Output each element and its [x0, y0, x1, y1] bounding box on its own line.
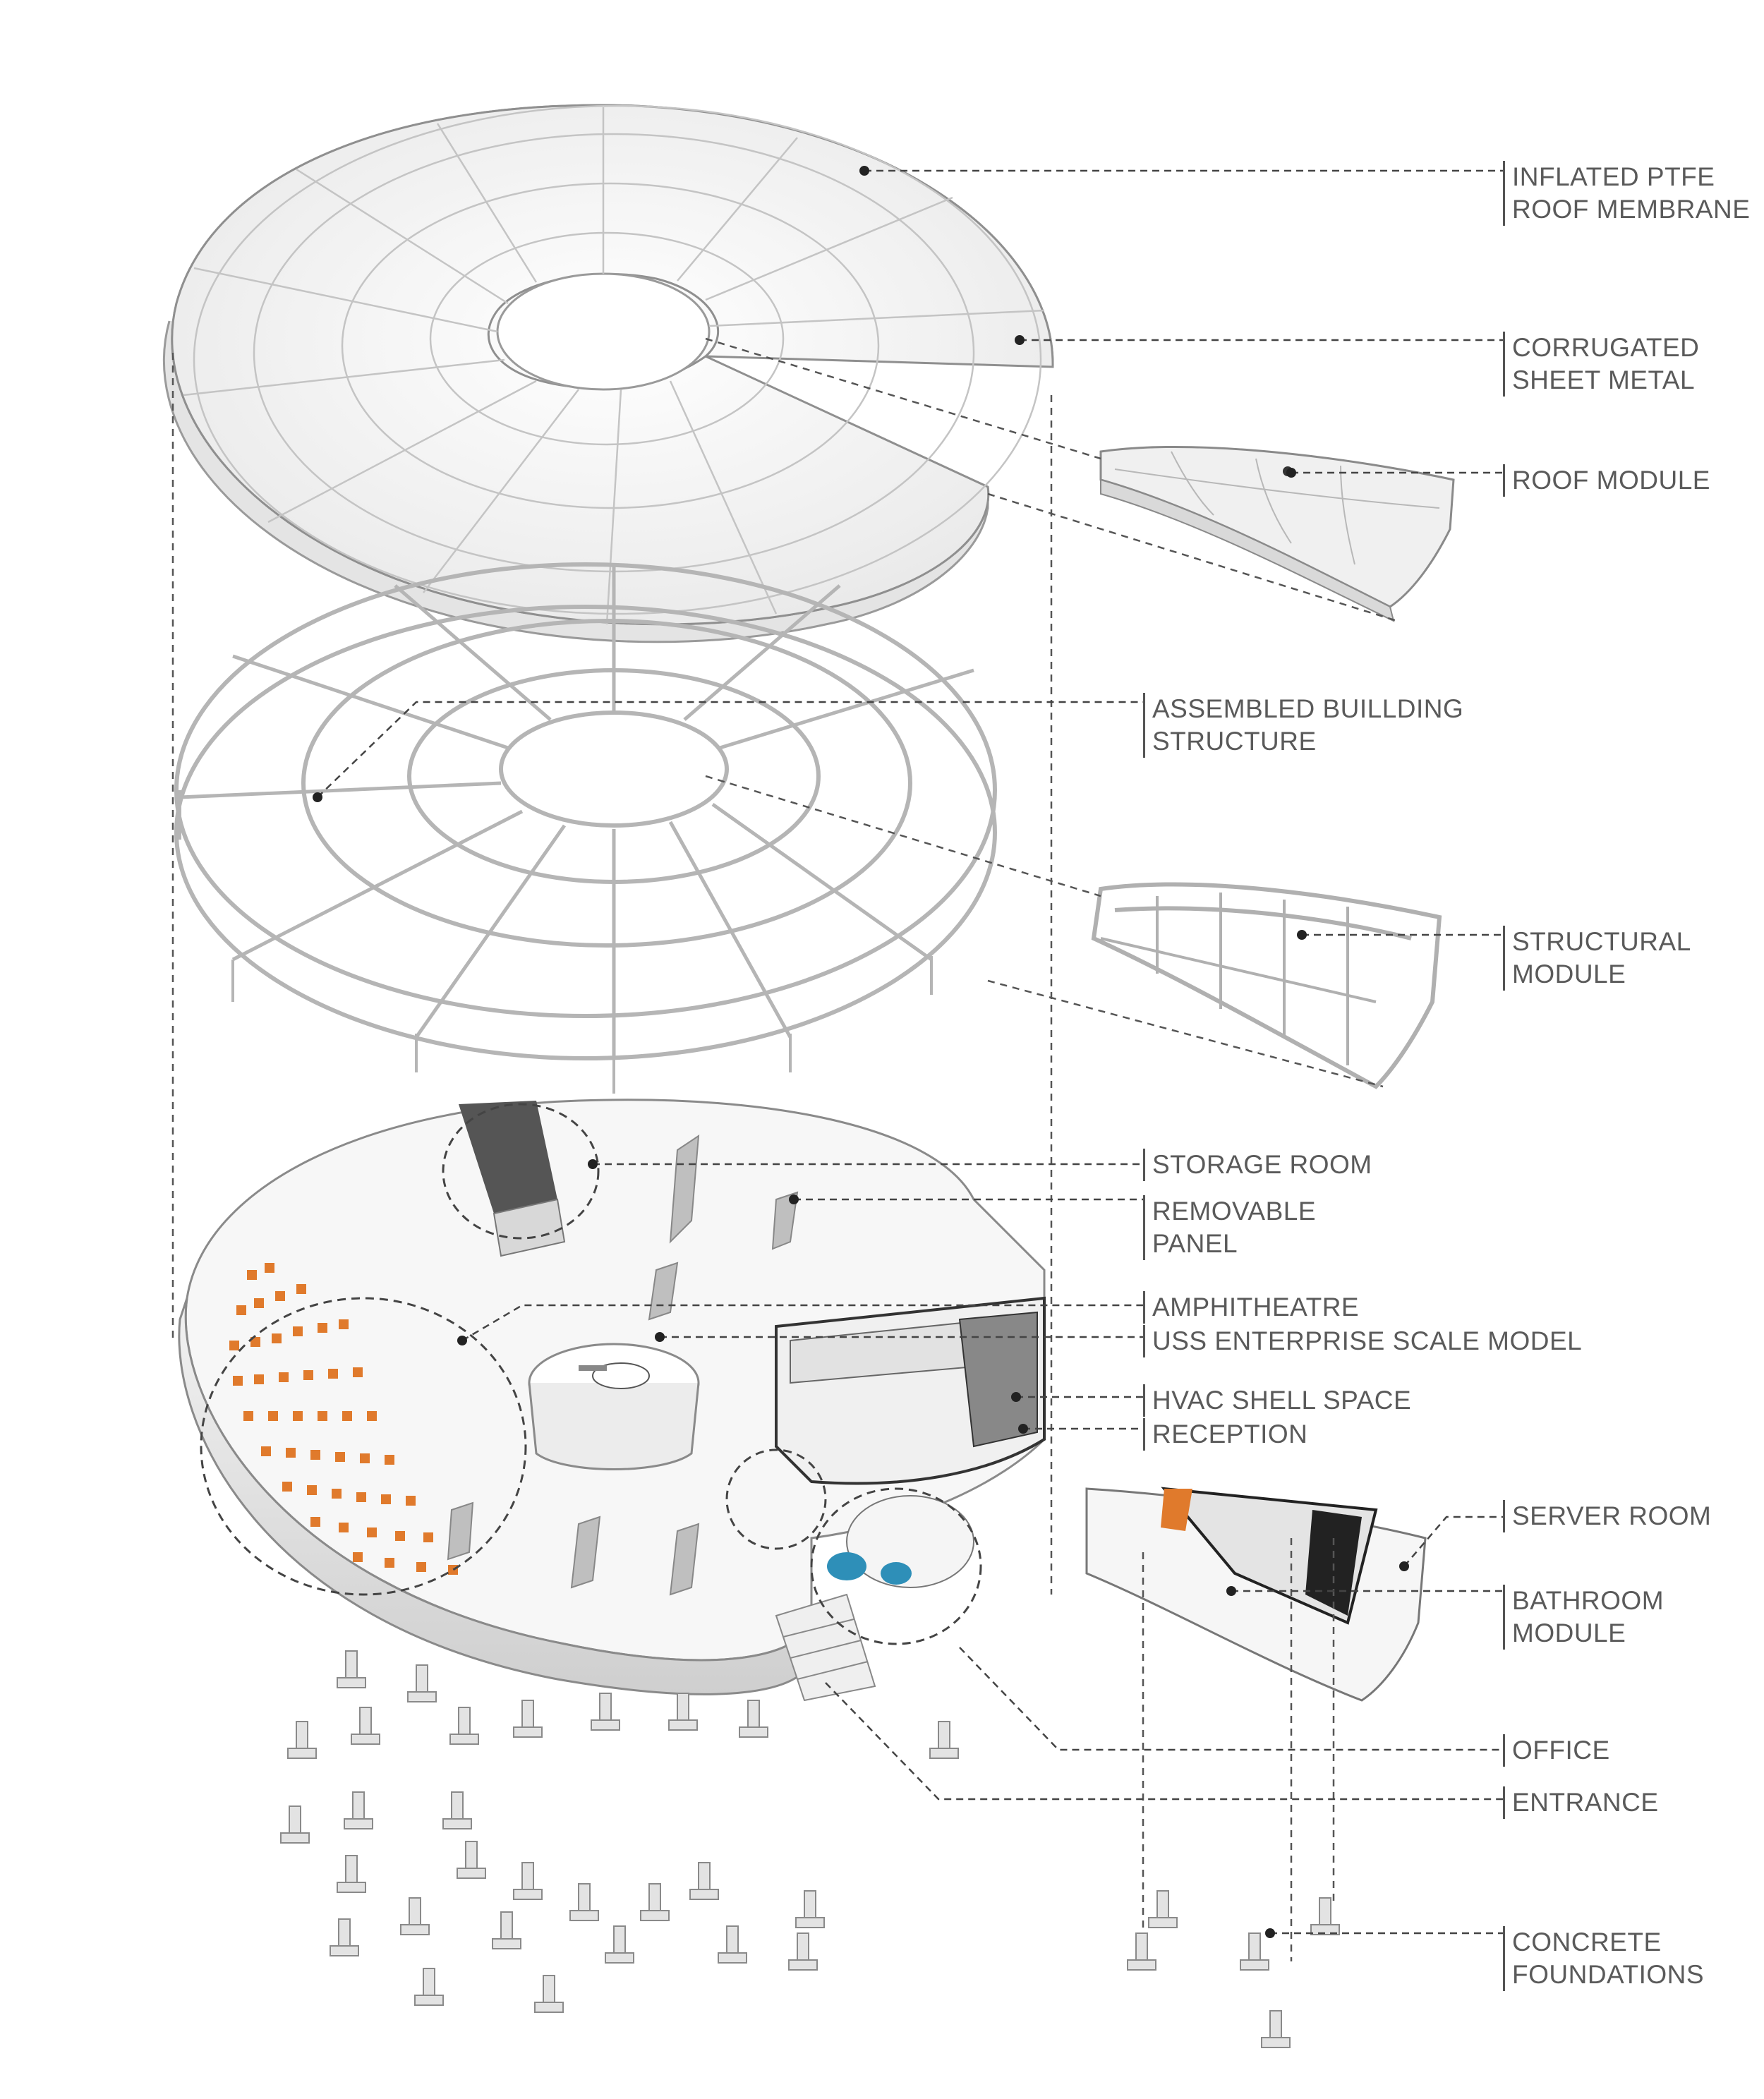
leader-dots	[313, 166, 1409, 1938]
label-hvac: HVAC SHELL SPACE	[1143, 1384, 1411, 1417]
structural-module	[1091, 882, 1442, 1089]
label-enterprise-model: USS ENTERPRISE SCALE MODEL	[1143, 1325, 1582, 1357]
label-building-structure: ASSEMBLED BUILLDING STRUCTURE	[1143, 693, 1463, 758]
roof-module	[1099, 446, 1455, 622]
office	[827, 1495, 974, 1588]
entrance-stair	[775, 1593, 876, 1702]
label-roof-module: ROOF MODULE	[1503, 464, 1710, 497]
building-structure	[174, 562, 997, 1094]
bathroom-module	[1085, 1487, 1427, 1702]
label-server-room: SERVER ROOM	[1503, 1500, 1711, 1532]
alignment-lines	[171, 337, 1398, 1961]
ground-floor	[178, 1099, 1046, 1702]
leader-lines	[317, 169, 1503, 1935]
label-removable-panel: REMOVABLE PANEL	[1143, 1195, 1316, 1260]
label-entrance: ENTRANCE	[1503, 1786, 1659, 1819]
roof-oculus	[496, 272, 711, 391]
storage-room	[459, 1101, 566, 1257]
label-office: OFFICE	[1503, 1734, 1610, 1767]
roof-membrane	[162, 104, 1054, 643]
label-storage-room: STORAGE ROOM	[1143, 1149, 1372, 1181]
hvac-reception-block	[775, 1296, 1046, 1485]
label-sheet-metal: CORRUGATED SHEET METAL	[1503, 332, 1699, 397]
label-reception: RECEPTION	[1143, 1418, 1307, 1451]
label-foundations: CONCRETE FOUNDATIONS	[1503, 1926, 1704, 1991]
label-bathroom-module: BATHROOM MODULE	[1503, 1585, 1664, 1650]
label-roof-membrane: INFLATED PTFE ROOF MEMBRANE	[1503, 161, 1750, 226]
label-structural-module: STRUCTURAL MODULE	[1503, 926, 1691, 991]
label-amphitheatre: AMPHITHEATRE	[1143, 1291, 1359, 1324]
concrete-foundations	[280, 1650, 1340, 2048]
